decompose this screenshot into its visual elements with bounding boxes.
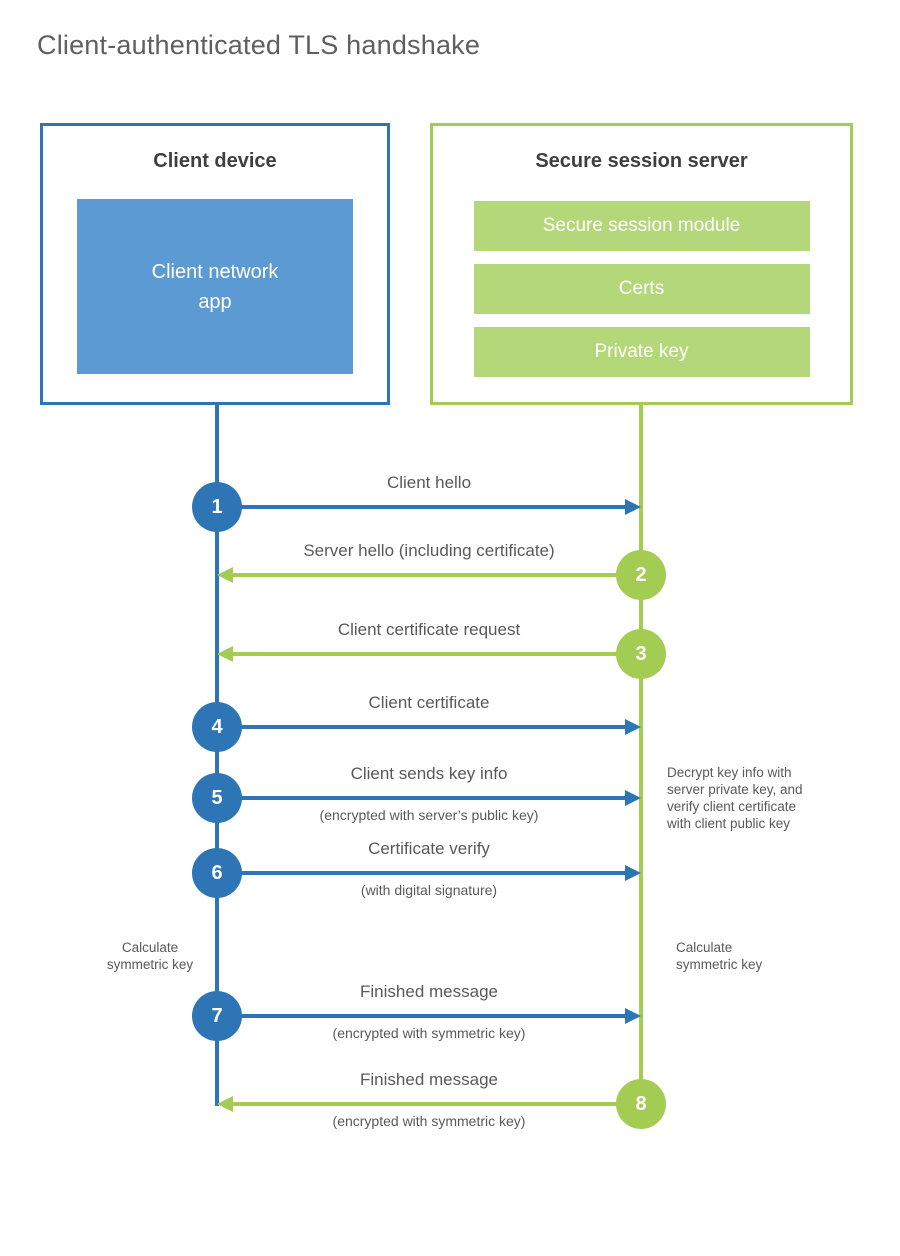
arrow-right-icon	[625, 719, 641, 735]
server-module-secure-session: Secure session module	[473, 201, 810, 251]
arrow-line	[217, 1014, 626, 1018]
step-number-badge: 4	[192, 702, 242, 752]
step-number-badge: 2	[616, 550, 666, 600]
server-module-private-key: Private key	[473, 327, 810, 377]
server-module-certs: Certs	[473, 264, 810, 314]
step-label: Client certificate request	[337, 620, 521, 639]
client-device-title: Client device	[153, 150, 277, 172]
step-number-badge: 1	[192, 482, 242, 532]
client-device-box: Client device Client network app	[40, 123, 390, 405]
step-sublabel: (encrypted with symmetric key)	[332, 1113, 526, 1129]
step-number-badge: 3	[616, 629, 666, 679]
step-row-3: 3 Client certificate request	[0, 620, 900, 679]
arrow-line	[232, 652, 641, 656]
step-sublabel: (encrypted with server’s public key)	[319, 807, 539, 823]
arrow-right-icon	[625, 499, 641, 515]
arrow-line	[217, 505, 626, 509]
arrow-right-icon	[625, 1008, 641, 1024]
step-row-1: 1 Client hello	[0, 473, 900, 532]
step-number-badge: 6	[192, 848, 242, 898]
step-sublabel: (encrypted with symmetric key)	[332, 1025, 526, 1041]
server-calc-symmetric-key-note: Calculate symmetric key	[676, 940, 763, 972]
step-row-8: 8 Finished message (encrypted with symme…	[0, 1070, 900, 1129]
page-title: Client-authenticated TLS handshake	[37, 30, 481, 60]
arrow-line	[232, 573, 641, 577]
arrow-right-icon	[625, 865, 641, 881]
step-label: Client certificate	[368, 693, 490, 712]
arrow-line	[217, 871, 626, 875]
step-row-7: 7 Finished message (encrypted with symme…	[0, 982, 900, 1041]
arrow-line	[232, 1102, 641, 1106]
step-label: Certificate verify	[368, 839, 490, 858]
arrow-left-icon	[217, 567, 233, 583]
arrow-line	[217, 725, 626, 729]
step-number-badge: 8	[616, 1079, 666, 1129]
arrow-left-icon	[217, 646, 233, 662]
step-row-2: 2 Server hello (including certificate)	[0, 541, 900, 600]
step-label: Server hello (including certificate)	[303, 541, 555, 560]
step-row-4: 4 Client certificate	[0, 693, 900, 752]
step-number-badge: 5	[192, 773, 242, 823]
step-row-6: 6 Certificate verify (with digital signa…	[0, 839, 900, 898]
arrow-line	[217, 796, 626, 800]
step-sublabel: (with digital signature)	[360, 882, 498, 898]
arrow-left-icon	[217, 1096, 233, 1112]
step-number-badge: 7	[192, 991, 242, 1041]
step-row-5: 5 Client sends key info (encrypted with …	[0, 764, 900, 823]
step-label: Client sends key info	[350, 764, 508, 783]
client-network-app-box: Client network app	[77, 199, 353, 374]
secure-session-server-box: Secure session server Secure session mod…	[430, 123, 853, 405]
step-label: Client hello	[386, 473, 472, 492]
client-calc-symmetric-key-note: Calculate symmetric key	[106, 940, 194, 972]
server-decrypt-note: Decrypt key info with server private key…	[667, 765, 803, 831]
client-lifeline	[215, 404, 219, 1106]
secure-session-server-title: Secure session server	[535, 150, 748, 172]
step-label: Finished message	[360, 982, 498, 1001]
step-label: Finished message	[360, 1070, 498, 1089]
server-lifeline	[639, 404, 643, 1111]
arrow-right-icon	[625, 790, 641, 806]
server-modules: Secure session module Certs Private key	[433, 201, 850, 390]
